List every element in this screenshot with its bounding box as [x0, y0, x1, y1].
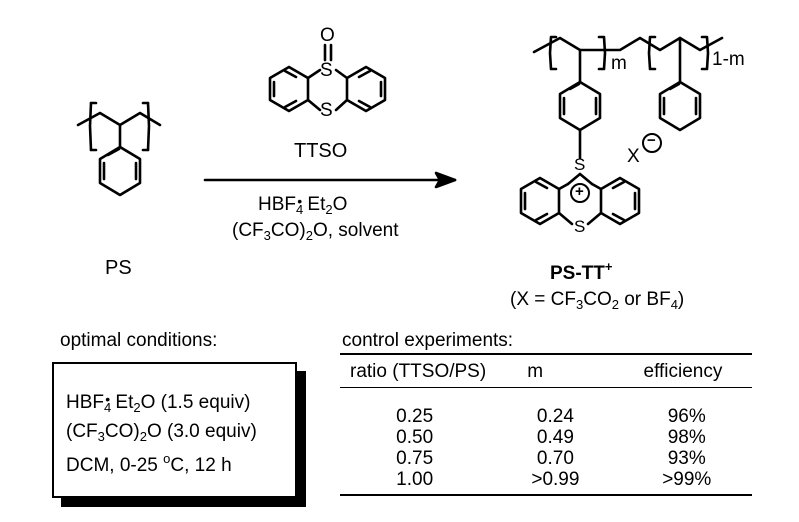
- optimal-conditions-box: HBF4• Et2O (1.5 equiv) (CF3CO)2O (3.0 eq…: [52, 362, 297, 498]
- counterion-x-label: X: [627, 146, 640, 167]
- table-row: 0.75 0.70 93%: [340, 448, 752, 469]
- reaction-condition-1: HBF4• Et2O: [258, 193, 348, 217]
- table-cell-efficiency: >99%: [662, 469, 712, 490]
- table-cell-efficiency: 93%: [667, 448, 706, 469]
- table-cell-m: >0.99: [531, 469, 580, 490]
- product-sulfur-bottom-label: S: [574, 217, 586, 236]
- counterion-definition: (X = CF3CO2 or BF4): [510, 289, 685, 312]
- table-cell-efficiency: 98%: [667, 427, 706, 448]
- table-header-m: m: [489, 353, 622, 388]
- table-header-row: ratio (TTSO/PS) m efficiency: [340, 353, 752, 388]
- table-cell-ratio: 0.25: [396, 406, 434, 427]
- ttso-oxygen-label: O: [320, 25, 335, 46]
- product-sulfur-top-label: S: [574, 155, 586, 174]
- reaction-condition-2: (CF3CO)2O, solvent: [232, 220, 399, 243]
- table-row: 0.25 0.24 96%: [340, 388, 752, 428]
- optimal-line-1: HBF4• Et2O (1.5 equiv): [66, 391, 251, 415]
- optimal-line-2: (CF3CO)2O (3.0 equiv): [66, 421, 257, 444]
- ttso-sulfur-top-label: S: [320, 60, 333, 81]
- table-row: 0.50 0.49 98%: [340, 427, 752, 448]
- optimal-conditions-title: optimal conditions:: [60, 330, 218, 351]
- table-cell-m: 0.70: [536, 448, 574, 469]
- control-experiments-title: control experiments:: [342, 330, 514, 351]
- table-header-ratio: ratio (TTSO/PS): [340, 353, 490, 388]
- reaction-scheme: [76, 35, 724, 226]
- ttso-structure: [268, 43, 387, 113]
- ttso-sulfur-bottom-label: S: [320, 100, 333, 121]
- minus-charge-icon: −: [647, 132, 656, 149]
- table-cell-ratio: 1.00: [396, 469, 434, 490]
- table-cell-ratio: 0.75: [396, 448, 434, 469]
- plus-charge-icon: +: [575, 183, 584, 200]
- optimal-line-3: DCM, 0-25 oC, 12 h: [66, 451, 232, 476]
- table-cell-m: 0.24: [536, 406, 574, 427]
- table-header-efficiency: efficiency: [621, 353, 752, 388]
- product-structure: [519, 35, 724, 226]
- table-row: 1.00 >0.99 >99%: [340, 469, 752, 495]
- control-experiments-table: ratio (TTSO/PS) m efficiency 0.25 0.24 9…: [340, 353, 752, 496]
- subscript-1-m-label: 1-m: [712, 49, 745, 70]
- table-cell-efficiency: 96%: [667, 406, 706, 427]
- table-cell-m: 0.49: [536, 427, 574, 448]
- ttso-name-label: TTSO: [294, 140, 348, 162]
- subscript-m-label: m: [611, 53, 627, 74]
- ps-structure: [76, 101, 162, 197]
- table-cell-ratio: 0.50: [396, 427, 434, 448]
- product-name-label: PS-TT+: [550, 259, 613, 284]
- ps-name-label: PS: [105, 257, 132, 279]
